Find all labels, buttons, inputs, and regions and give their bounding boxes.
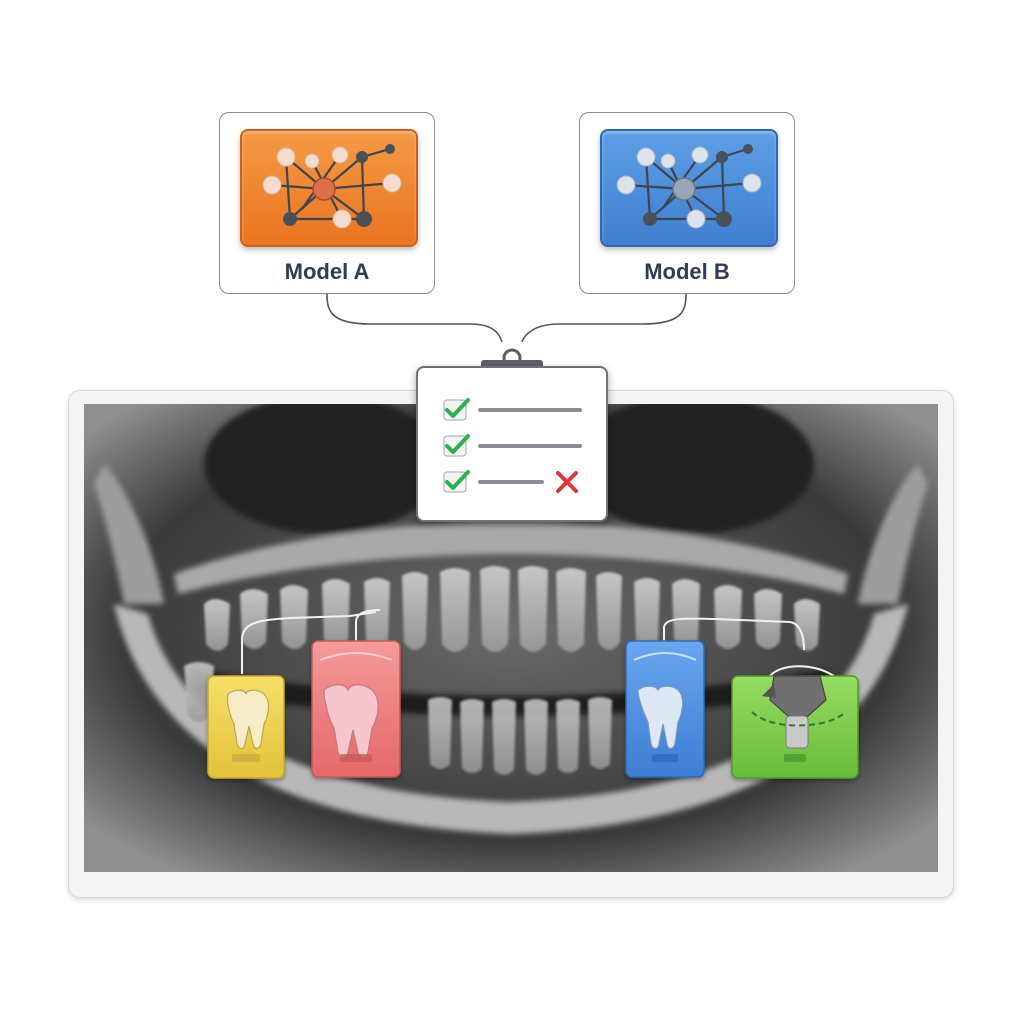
tooth-label-green [731, 675, 859, 779]
model-b-label: Model B [644, 259, 730, 284]
tooth-icon [226, 689, 270, 750]
model-a-label: Model A [284, 259, 370, 284]
checklist-item [442, 432, 592, 460]
check-icon [445, 398, 470, 418]
neural-network-icon [262, 144, 402, 229]
check-icon [445, 434, 470, 454]
dental-implant-icon [762, 675, 827, 749]
check-icon [445, 470, 470, 490]
panoramic-xray-image [84, 404, 938, 872]
tooth-label-yellow [207, 675, 285, 779]
model-a-card: Model A [219, 112, 435, 294]
tooth-icon [323, 684, 379, 759]
model-a-tile [240, 129, 418, 247]
model-b-tile [600, 129, 778, 247]
neural-network-icon [616, 144, 762, 229]
tooth-icon [637, 685, 684, 750]
model-b-card: Model B [579, 112, 795, 294]
checklist-item [442, 396, 592, 424]
tooth-label-red [311, 640, 401, 778]
cross-icon [556, 471, 578, 493]
tooth-label-blue [625, 640, 705, 778]
evaluation-clipboard [416, 366, 608, 522]
checklist-item [442, 468, 592, 496]
